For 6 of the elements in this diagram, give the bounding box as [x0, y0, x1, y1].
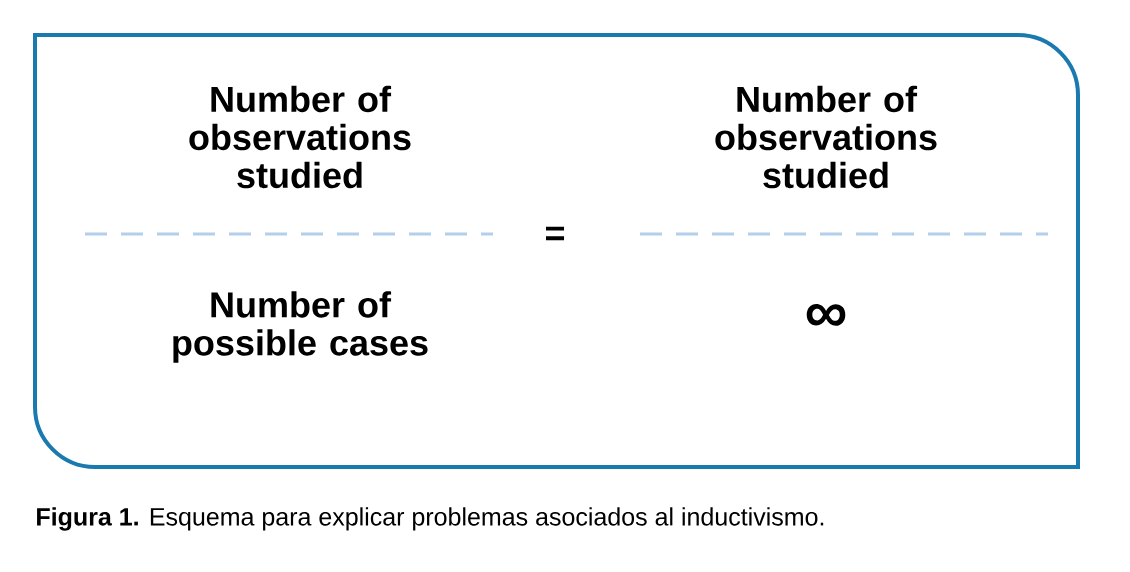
fraction-text: ∞	[806, 303, 846, 326]
fraction-text: Number of observations studied	[189, 85, 411, 189]
caption: Figura 1. Esquema para explicar problemas asociados al inductivismo.	[37, 507, 824, 531]
fraction-text: Number of possible cases	[173, 291, 428, 363]
fraction-text: =	[546, 226, 565, 241]
fraction-text: Number of observations studied	[715, 85, 937, 189]
